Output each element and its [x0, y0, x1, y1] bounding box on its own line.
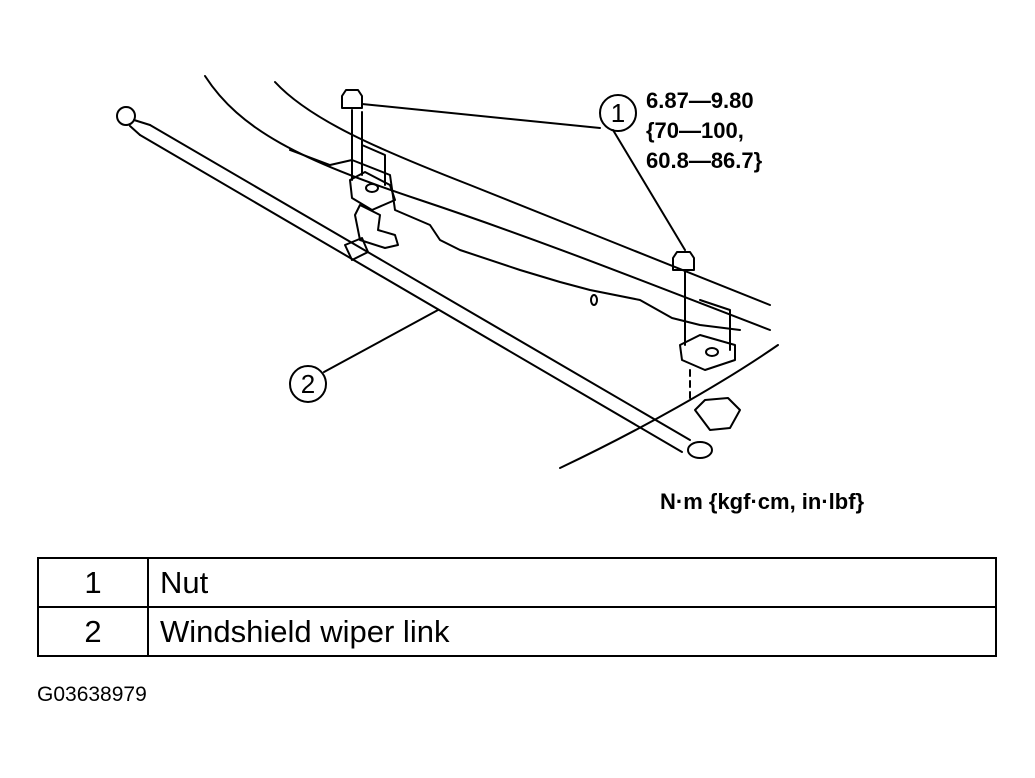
- legend-number: 2: [37, 606, 149, 657]
- leader-1-to-right-nut: [612, 129, 686, 251]
- legend-table: 1 Nut 2 Windshield wiper link: [37, 557, 997, 657]
- link-end-right: [687, 441, 713, 459]
- rod-clip-left: [344, 237, 369, 261]
- body-edge-lower: [559, 344, 779, 469]
- right-bracket: [679, 334, 736, 371]
- table-row: 1 Nut: [37, 557, 997, 608]
- link-end-left: [116, 106, 136, 126]
- left-bracket: [349, 171, 396, 211]
- units-label: N·m {kgf·cm, in·lbf}: [660, 489, 865, 514]
- nut-right: [672, 251, 695, 271]
- legend-description: Windshield wiper link: [147, 606, 997, 657]
- torque-spec: 6.87—9.80 {70—100, 60.8—86.7}: [646, 86, 762, 176]
- leader-1-to-left-nut: [361, 103, 601, 129]
- legend-description: Nut: [147, 557, 997, 608]
- right-pivot: [694, 397, 741, 431]
- torque-spec-line-3: 60.8—86.7}: [646, 148, 763, 173]
- leader-2-to-rod: [323, 309, 439, 373]
- legend-number: 1: [37, 557, 149, 608]
- wiper-link-illustration: 1 2: [116, 75, 779, 469]
- body-contour-outer: [204, 75, 771, 331]
- figure-code: G03638979: [37, 683, 147, 706]
- cowl-hole: [590, 294, 598, 306]
- right-bracket-hole: [705, 347, 719, 357]
- callout-2-label: 2: [301, 369, 315, 399]
- left-bracket-studs: [351, 109, 386, 186]
- callout-2-circle: [289, 365, 327, 403]
- table-row: 2 Windshield wiper link: [37, 606, 997, 657]
- torque-spec-line-1: 6.87—9.80: [646, 88, 754, 113]
- left-bracket-hole: [365, 183, 379, 193]
- nut-left: [341, 89, 363, 109]
- left-pivot: [354, 204, 399, 249]
- callout-1-circle: [599, 94, 637, 132]
- link-end-left-neck: [129, 119, 151, 136]
- body-contour-inner: [274, 81, 771, 306]
- wiper-link-rod: [139, 124, 691, 453]
- cowl-panel-edge: [289, 149, 741, 331]
- callout-1-label: 1: [611, 98, 625, 128]
- torque-spec-line-2: {70—100,: [646, 118, 744, 143]
